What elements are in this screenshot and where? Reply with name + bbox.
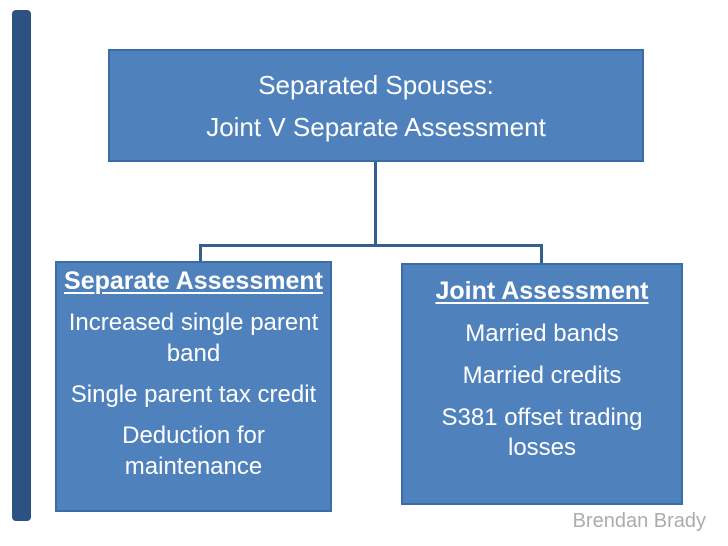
- title-line-1: Separated Spouses:: [258, 70, 494, 100]
- joint-assessment-heading: Joint Assessment: [435, 277, 649, 305]
- title-line-2: Joint V Separate Assessment: [206, 112, 546, 142]
- box-item: Increased single parent band: [59, 307, 328, 369]
- separate-assessment-box: Separate Assessment Increased single par…: [55, 261, 332, 512]
- connector-drop-left: [199, 246, 202, 261]
- left-accent-bar: [12, 10, 31, 521]
- box-line: Deduction for: [122, 422, 265, 449]
- connector-stem: [374, 162, 377, 245]
- box-line: Married bands: [465, 320, 619, 347]
- separate-assessment-heading: Separate Assessment: [64, 267, 323, 295]
- box-item: Single parent tax credit: [59, 379, 328, 410]
- connector-horizontal: [199, 244, 543, 247]
- box-line: Increased single parent: [68, 309, 319, 336]
- box-item: S381 offset trading losses: [405, 403, 679, 463]
- box-line: band: [166, 340, 221, 367]
- box-line: maintenance: [124, 453, 263, 480]
- box-line: S381 offset trading: [441, 404, 643, 431]
- box-item: Married credits: [405, 361, 679, 391]
- box-line: Single parent tax credit: [70, 381, 317, 408]
- box-item: Married bands: [405, 319, 679, 349]
- box-line: Married credits: [462, 362, 622, 389]
- title-box: Separated Spouses: Joint V Separate Asse…: [108, 49, 644, 162]
- connector-drop-right: [540, 246, 543, 263]
- box-line: losses: [507, 434, 577, 461]
- box-item: Deduction for maintenance: [59, 420, 328, 482]
- author-credit: Brendan Brady: [572, 510, 706, 532]
